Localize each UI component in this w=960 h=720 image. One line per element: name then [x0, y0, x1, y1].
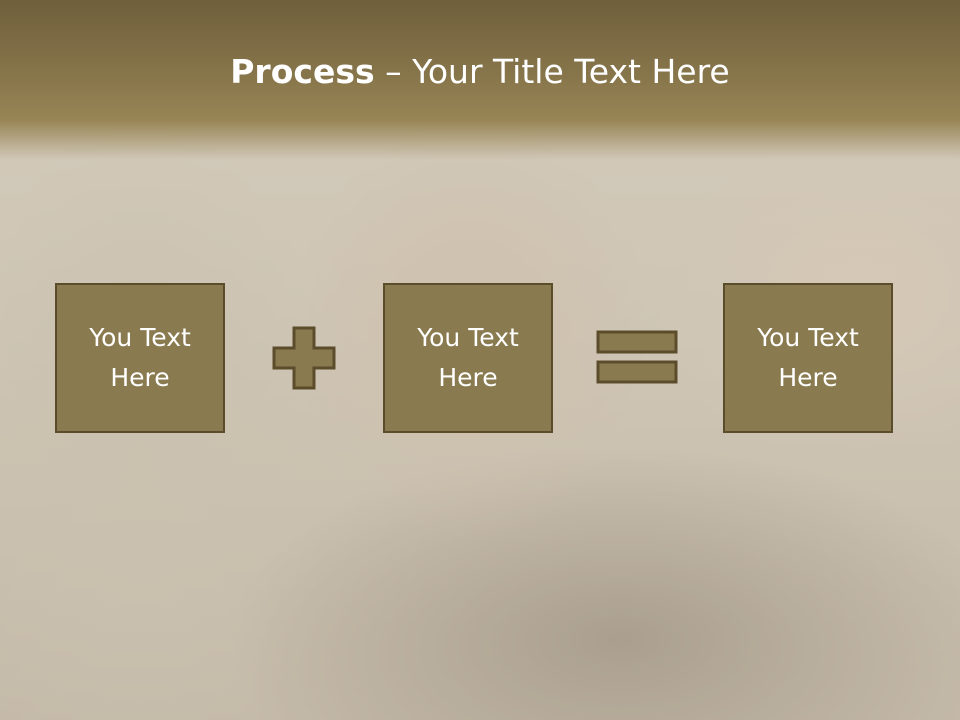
process-box-3-text: You Text Here	[757, 323, 859, 392]
plus-icon	[272, 326, 336, 390]
process-box-1: You Text Here	[55, 283, 225, 433]
process-box-3: You Text Here	[723, 283, 893, 433]
title-rest: – Your Title Text Here	[374, 52, 730, 91]
header-band	[0, 0, 960, 160]
process-box-1-text: You Text Here	[89, 323, 191, 392]
process-box-2: You Text Here	[383, 283, 553, 433]
title-bold: Process	[230, 52, 375, 91]
slide-title: Process – Your Title Text Here	[0, 52, 960, 91]
process-box-2-text: You Text Here	[417, 323, 519, 392]
equals-icon	[596, 330, 678, 384]
